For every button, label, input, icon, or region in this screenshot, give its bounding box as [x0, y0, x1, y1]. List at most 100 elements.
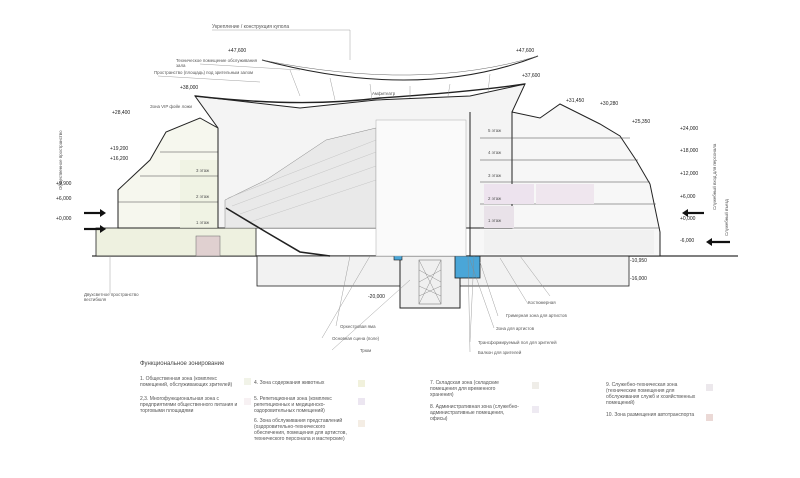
label-traffic: Служебный въезд: [724, 199, 729, 236]
legend-num: 6.: [254, 418, 259, 424]
level-right-12000: +12,000: [680, 171, 699, 177]
dome-struts: [289, 69, 491, 101]
label-trum: Трюм: [360, 348, 372, 353]
legend-item-6: 6. Зона обслуживания представлений (оздо…: [254, 418, 350, 442]
floor-4: 4 этаж: [488, 150, 502, 155]
label-roof-structure: Укрепление / конструкция купола: [212, 24, 290, 30]
legend-text: Административная зона (служебно-админист…: [430, 404, 519, 422]
legend-num: 1.: [140, 376, 145, 382]
legend-num: 10.: [606, 412, 613, 418]
left-entrance-box: [195, 235, 221, 257]
level-top-47600: +47,600: [516, 48, 535, 54]
floor-5: 5 этаж: [488, 128, 502, 133]
legend-num: 4.: [254, 380, 259, 386]
level-right-0000: +0,000: [680, 216, 696, 222]
level-left-9900: +9,900: [56, 181, 72, 187]
level-right-25350: +25,350: [632, 119, 651, 125]
label-vip-foyer: Зона VIP фойе ложи: [150, 104, 192, 109]
level-left-47600: +47,600: [228, 48, 247, 54]
level-left-16200: +16,200: [110, 156, 129, 162]
level-right-6000: +6,000: [680, 194, 696, 200]
legend-swatch-1: [244, 378, 251, 385]
level-left-6000: +6,000: [56, 196, 72, 202]
ground-floor-left: [95, 227, 257, 257]
legend-swatch-6: [358, 420, 365, 427]
level-right-minus10950: -10,950: [630, 258, 647, 264]
entry-arrow-left-2-head: [100, 225, 106, 233]
level-left-19200: +19,200: [110, 146, 129, 152]
seating-rows: [227, 139, 377, 223]
legend-item-8: 8. Административная зона (служебно-админ…: [430, 404, 520, 422]
leader-lines: [109, 29, 551, 353]
admin-zone-fill: [484, 184, 534, 204]
legend-swatch-9: [706, 384, 713, 391]
legend-text: Зона размещения автотранспорта: [614, 412, 695, 418]
legend-swatch-4: [358, 380, 365, 387]
legend-item-2: 2,3. Многофункциональная зона с предприя…: [140, 396, 240, 414]
legend-item-7: 7. Складская зона (складские помещения д…: [430, 380, 520, 398]
legend-num: 7.: [430, 380, 435, 386]
legend-item-1: 1. Общественная зона (комплекс помещений…: [140, 376, 240, 388]
left-floor-3-label: 3 этаж: [196, 168, 210, 173]
floor-1: 1 этаж: [488, 218, 502, 223]
entry-arrow-right-2-head: [706, 238, 712, 246]
level-bottom-20000: -20,000: [368, 294, 385, 300]
legend-swatch-10: [706, 414, 713, 421]
level-top-37600: +37,600: [522, 73, 541, 79]
label-service-entry: Служебный вход для персонала: [712, 143, 717, 210]
level-left-38000: +38,000: [180, 85, 199, 91]
label-amphitheatre: Амфитеатр: [372, 91, 396, 96]
level-left-0000: +0,000: [56, 216, 72, 222]
legend-title: Функциональное зонирование: [140, 361, 225, 367]
ground-floor-right: [484, 230, 654, 254]
legend-text: Общественная зона (комплекс помещений, о…: [140, 376, 233, 388]
legend-text: Репетиционная зона (комплекс репетиционн…: [254, 396, 332, 414]
left-public-fill: [180, 160, 220, 228]
admin-zone-fill-2: [536, 184, 594, 204]
tech-zone-fill: [484, 206, 514, 228]
label-main-stage: Основная сцена (поле): [332, 336, 380, 341]
level-right-minus6000: -6,000: [680, 238, 695, 244]
label-artist-zone: Зона для артистов: [496, 326, 535, 331]
entry-arrow-right-head: [682, 209, 688, 217]
label-tech-room: Техническое помещение обслуживания зала: [176, 58, 257, 68]
lift-cross-bracing: [418, 259, 442, 305]
roof-line: [194, 83, 526, 104]
level-right-18000: +18,000: [680, 148, 699, 154]
label-costume: Костюмерная: [528, 300, 556, 305]
legend-text: Служебно-техническая зона (технические п…: [606, 382, 696, 406]
floor-2: 2 этаж: [488, 196, 502, 201]
dome-arch: [261, 55, 539, 81]
legend-item-4: 4. Зона содержания животных: [254, 380, 350, 386]
legend-text: Зона обслуживания представлений (оздоров…: [254, 418, 347, 442]
legend-num: 2,3.: [140, 396, 149, 402]
label-orchestra-pit: Оркестровая яма: [340, 324, 376, 329]
label-dressing-room: Гримерная зона для артистов: [506, 313, 567, 318]
floor-3: 3 этаж: [488, 173, 502, 178]
bowl-floor: [225, 207, 331, 257]
legend-text: Зона содержания животных: [259, 380, 325, 386]
left-floor-1-label: 1 этаж: [196, 220, 210, 225]
legend-item-9: 9. Служебно-техническая зона (технически…: [606, 382, 698, 406]
level-right-31450: +31,450: [566, 98, 585, 104]
legend-num: 9.: [606, 382, 611, 388]
seating-tiers: [224, 127, 377, 229]
label-two-level-public: Двухсветное пространство вестибюля: [84, 292, 139, 302]
legend-text: Складская зона (складские помещения для …: [430, 380, 499, 398]
water-tank: [454, 255, 481, 279]
legend-text: Многофункциональная зона с предприятиями…: [140, 396, 238, 414]
legend-swatch-5: [358, 398, 365, 405]
legend-item-5: 5. Репетиционная зона (комплекс репетици…: [254, 396, 350, 414]
label-scene-lift: Трансформируемый пол для зрителей: [478, 340, 557, 345]
dome-arch-inner: [261, 55, 539, 76]
legend-swatch-2: [244, 398, 251, 405]
level-right-30280: +30,280: [600, 101, 619, 107]
level-right-minus16000: -16,000: [630, 276, 647, 282]
legend-num: 8.: [430, 404, 435, 410]
legend-swatch-7: [532, 382, 539, 389]
legend-item-10: 10. Зона размещения автотранспорта: [606, 412, 698, 418]
stage-house: [375, 119, 467, 257]
level-left-28400: +28,400: [112, 110, 131, 116]
level-right-24000: +24,000: [680, 126, 699, 132]
